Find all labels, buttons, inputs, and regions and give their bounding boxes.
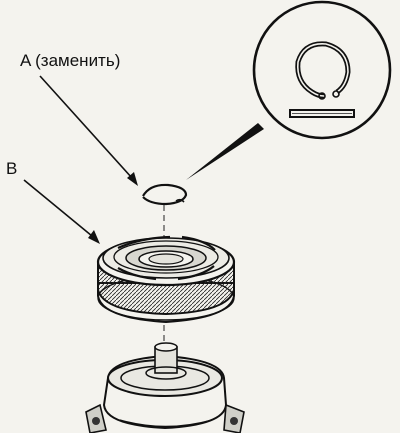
callout-label-b: B — [6, 159, 18, 178]
pulley — [96, 235, 236, 324]
leader-lines — [23, 75, 264, 244]
snap-ring — [142, 183, 188, 206]
compressor-body — [85, 342, 245, 433]
detail-magnifier — [252, 0, 392, 140]
callout-label-a: A (заменить) — [20, 51, 121, 70]
